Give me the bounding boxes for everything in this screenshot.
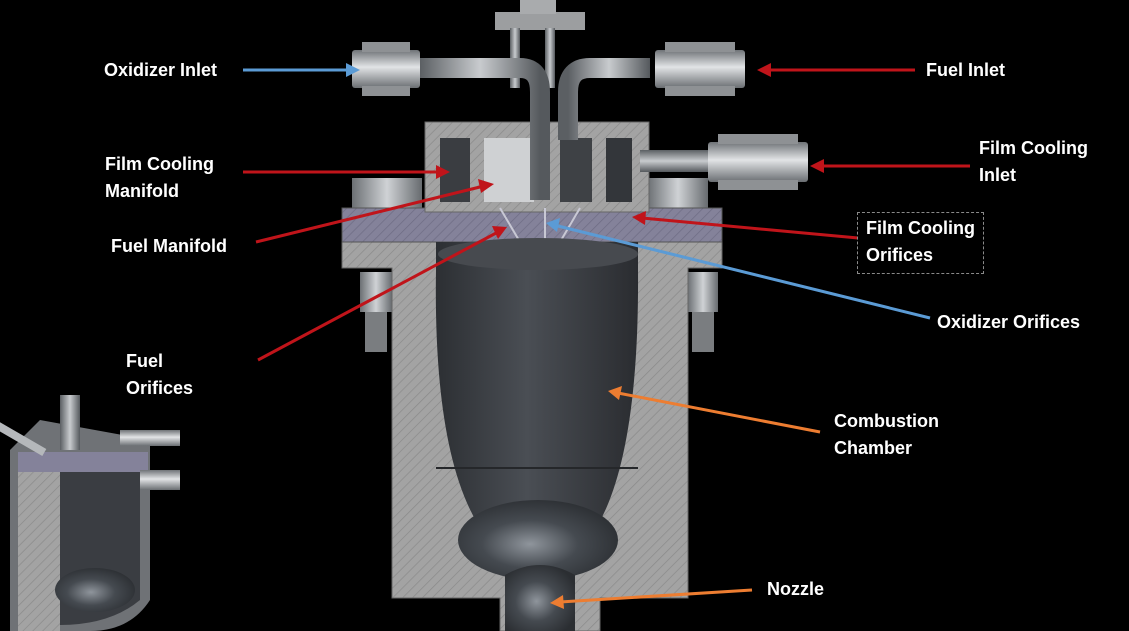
label-fuel-manifold: Fuel Manifold xyxy=(111,233,227,260)
label-fuel-manifold-text: Fuel Manifold xyxy=(111,233,227,260)
label-nozzle-text: Nozzle xyxy=(767,576,824,603)
label-film-cooling-orifices: Film Cooling Orifices xyxy=(857,212,984,274)
label-oxidizer-inlet: Oxidizer Inlet xyxy=(104,57,217,84)
label-film-cooling-manifold-line1: Film Cooling xyxy=(105,151,214,178)
label-fuel-inlet: Fuel Inlet xyxy=(926,57,1005,84)
label-combustion-chamber-line1: Combustion xyxy=(834,408,939,435)
label-film-cooling-inlet-line1: Film Cooling xyxy=(979,135,1088,162)
label-oxidizer-orifices: Oxidizer Orifices xyxy=(937,309,1080,336)
arrowhead-film-cooling-inlet xyxy=(810,159,824,173)
label-fuel-orifices-line2: Orifices xyxy=(126,375,193,402)
label-combustion-chamber: Combustion Chamber xyxy=(834,408,939,462)
label-combustion-chamber-line2: Chamber xyxy=(834,435,939,462)
label-nozzle: Nozzle xyxy=(767,576,824,603)
label-oxidizer-inlet-text: Oxidizer Inlet xyxy=(104,57,217,84)
label-film-cooling-inlet: Film Cooling Inlet xyxy=(979,135,1088,189)
label-film-cooling-manifold: Film Cooling Manifold xyxy=(105,151,214,205)
label-film-cooling-manifold-line2: Manifold xyxy=(105,178,214,205)
label-fuel-orifices: Fuel Orifices xyxy=(126,348,193,402)
label-fuel-inlet-text: Fuel Inlet xyxy=(926,57,1005,84)
label-film-cooling-inlet-line2: Inlet xyxy=(979,162,1088,189)
label-fuel-orifices-line1: Fuel xyxy=(126,348,193,375)
label-oxidizer-orifices-text: Oxidizer Orifices xyxy=(937,309,1080,336)
isometric-thumbnail xyxy=(0,395,180,631)
label-film-cooling-orifices-line1: Film Cooling xyxy=(866,215,975,242)
label-film-cooling-orifices-line2: Orifices xyxy=(866,242,975,269)
arrowhead-fuel-inlet xyxy=(757,63,771,77)
